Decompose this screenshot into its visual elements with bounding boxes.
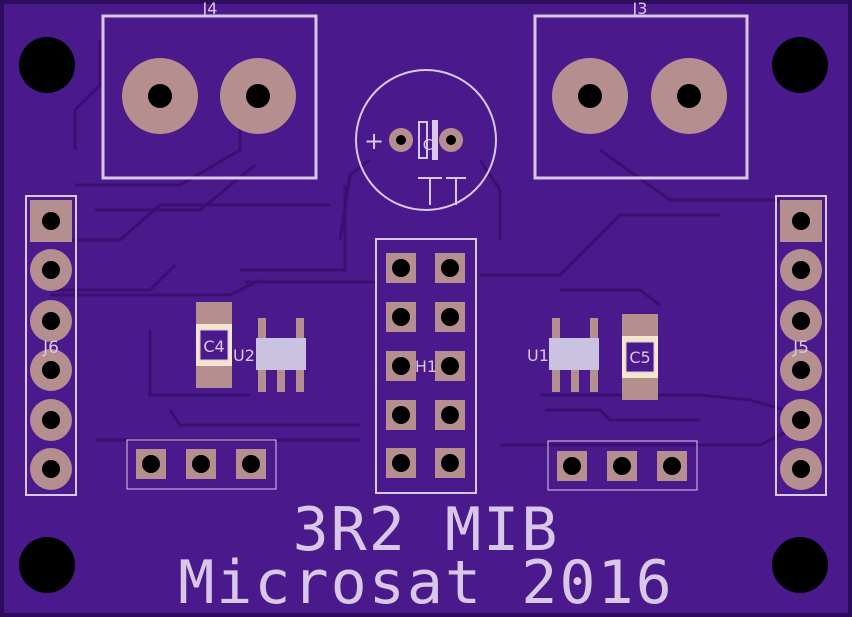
header-3pin-right[interactable] bbox=[547, 440, 698, 491]
c4-pad-bottom bbox=[196, 366, 232, 388]
cap-c-pad-1-hole bbox=[396, 135, 406, 145]
traces bbox=[50, 40, 791, 447]
board-title-line1: 3R2 MIB bbox=[293, 495, 560, 565]
cap-c-ref: C bbox=[423, 136, 433, 154]
cap-c-outline bbox=[355, 69, 497, 211]
c5-outline bbox=[625, 341, 655, 373]
cap-c-polarity-mark bbox=[418, 177, 466, 205]
cap-c-plus-sign: + bbox=[364, 127, 384, 155]
c4-pad-top bbox=[196, 302, 232, 324]
cap-c-body-bar bbox=[432, 120, 438, 160]
header-3pin-left-outline bbox=[126, 439, 277, 490]
j6-pad-1-hole bbox=[42, 212, 60, 230]
header-3pin-left[interactable] bbox=[126, 439, 277, 490]
j6-pad-6-hole bbox=[42, 460, 60, 478]
j4-pad-2-hole bbox=[246, 84, 270, 108]
j5-pad-3-hole bbox=[792, 312, 810, 330]
h1-label: H1 bbox=[415, 357, 437, 376]
j6-outline bbox=[25, 195, 77, 496]
c4-label: C4 bbox=[203, 337, 224, 356]
u2-pin-4 bbox=[277, 370, 285, 392]
capacitor-c4[interactable]: C4 bbox=[196, 302, 232, 388]
c5-label: C5 bbox=[629, 348, 650, 367]
header-j6[interactable]: J6 bbox=[25, 195, 77, 496]
j6-pad-2-hole bbox=[42, 261, 60, 279]
u1-pin-1 bbox=[552, 318, 560, 340]
mounting-hole-bottom-right bbox=[772, 537, 828, 593]
mounting-hole-top-left bbox=[19, 37, 75, 93]
j6-label: J6 bbox=[42, 338, 59, 358]
mounting-hole-bottom-left bbox=[19, 537, 75, 593]
connector-j4[interactable]: J4 bbox=[101, 0, 318, 180]
j5-pad-2-hole bbox=[792, 261, 810, 279]
j6-pad-4-hole bbox=[42, 361, 60, 379]
capacitor-c5[interactable]: C5 bbox=[622, 314, 658, 400]
h1-pads bbox=[386, 253, 465, 478]
j5-pad-1-hole bbox=[792, 212, 810, 230]
j5-pad-6-hole bbox=[792, 460, 810, 478]
header-j5[interactable]: J5 bbox=[775, 195, 827, 496]
u1-pin-3 bbox=[552, 370, 560, 392]
header-3pin-right-outline bbox=[547, 440, 698, 491]
j4-label: J4 bbox=[202, 0, 218, 18]
mounting-hole-top-right bbox=[772, 37, 828, 93]
c4-outline bbox=[199, 329, 229, 361]
u1-label: U1 bbox=[527, 346, 549, 365]
j6-pad-5-hole bbox=[42, 411, 60, 429]
j6-pad-3-hole bbox=[42, 312, 60, 330]
j4-outline bbox=[101, 14, 318, 180]
u2-pin-1 bbox=[258, 318, 266, 340]
u1-pin-4 bbox=[571, 370, 579, 392]
u1-pin-2 bbox=[590, 318, 598, 340]
j4-pad-1-hole bbox=[148, 84, 172, 108]
header-h1[interactable]: H1 bbox=[375, 238, 477, 494]
h1-outline bbox=[375, 238, 477, 494]
c5-pad-bottom bbox=[622, 378, 658, 400]
j3-label: J3 bbox=[632, 0, 648, 18]
chip-u1[interactable]: U1 bbox=[527, 318, 599, 392]
j3-pad-2-hole bbox=[677, 84, 701, 108]
j5-label: J5 bbox=[792, 338, 809, 358]
cap-c-body-mark bbox=[418, 121, 428, 159]
cap-c-pad-2-hole bbox=[446, 135, 456, 145]
c5-pad-top bbox=[622, 314, 658, 336]
j3-pad-1-hole bbox=[578, 84, 602, 108]
u2-body bbox=[256, 338, 306, 370]
j5-outline bbox=[775, 195, 827, 496]
u1-body bbox=[549, 338, 599, 370]
u1-pin-5 bbox=[590, 370, 598, 392]
u2-pin-3 bbox=[258, 370, 266, 392]
j5-pad-5-hole bbox=[792, 411, 810, 429]
board-title-line2: Microsat 2016 bbox=[178, 548, 674, 617]
capacitor-c-electrolytic[interactable]: + C bbox=[355, 69, 497, 211]
mounting-holes bbox=[19, 37, 828, 593]
connector-j3[interactable]: J3 bbox=[533, 0, 749, 180]
j5-pad-4-hole bbox=[792, 361, 810, 379]
u2-pin-2 bbox=[296, 318, 304, 340]
u2-label: U2 bbox=[233, 346, 255, 365]
chip-u2[interactable]: U2 bbox=[233, 318, 306, 392]
j3-outline bbox=[533, 14, 749, 180]
u2-pin-5 bbox=[296, 370, 304, 392]
